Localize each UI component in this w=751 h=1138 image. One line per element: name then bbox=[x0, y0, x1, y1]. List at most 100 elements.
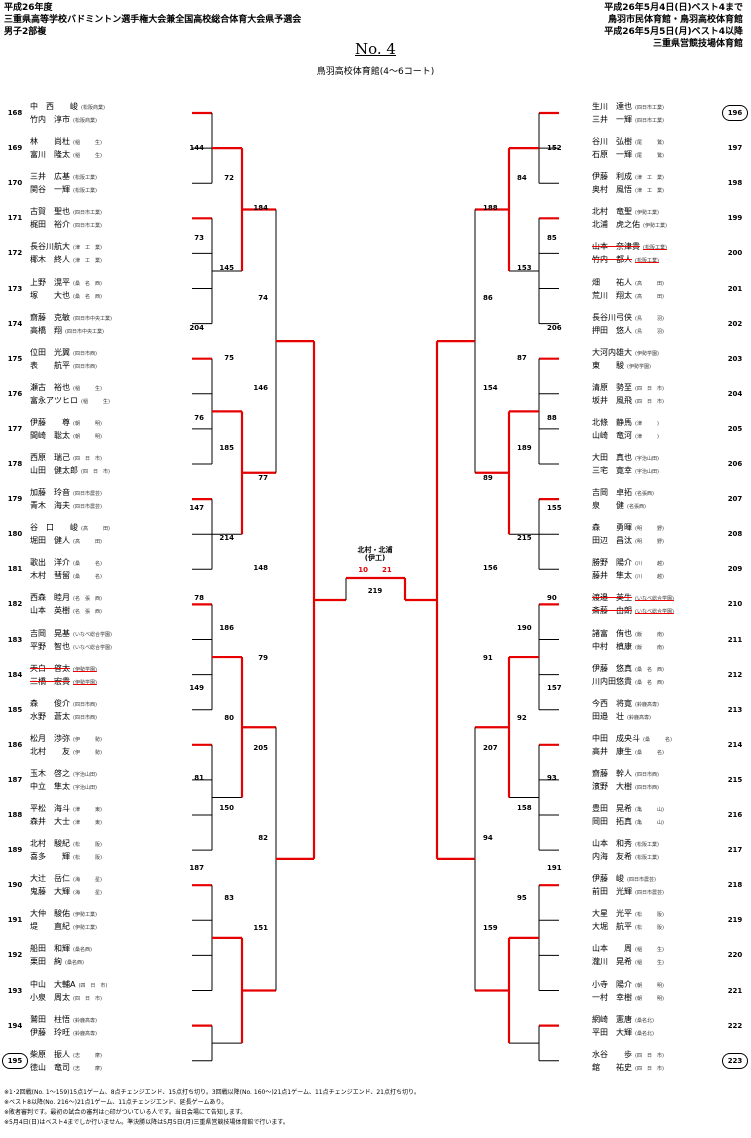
player-name: 山本 奈津貴(松阪工業) bbox=[592, 240, 722, 253]
player-name-text: 内海 友希 bbox=[592, 852, 632, 862]
pair-entry: 清原 勢至(四 日 市)坂井 風飛(四 日 市) bbox=[592, 381, 722, 407]
player-name: 高井 康生(桑 名) bbox=[592, 745, 722, 758]
match-number: 151 bbox=[253, 924, 268, 932]
school-name: (尾 鷲) bbox=[635, 140, 664, 147]
player-name-text: 松月 渉弥 bbox=[30, 733, 70, 743]
match-number: 154 bbox=[483, 384, 498, 392]
match-number: 187 bbox=[189, 864, 204, 872]
player-name-text: 古賀 聖也 bbox=[30, 207, 70, 217]
player-name: 堀田 健人(高 田) bbox=[30, 534, 210, 547]
match-number: 206 bbox=[547, 324, 562, 332]
pair-entry: 柴原 振人(志 摩)徳山 竜司(志 摩) bbox=[30, 1048, 210, 1074]
pair-number: 213 bbox=[727, 705, 743, 714]
player-name-text: 谷 口 峻 bbox=[30, 523, 78, 533]
player-name-text: 生川 達也 bbox=[592, 102, 632, 111]
player-name: 押田 悠人(鳥 羽) bbox=[592, 324, 722, 337]
pair-entry: 北村 駿紀(松 阪)喜多 輝(松 阪) bbox=[30, 837, 210, 863]
player-name-text: 濱野 大樹 bbox=[592, 781, 632, 791]
player-name-text: 中村 槙康 bbox=[592, 641, 632, 651]
player-name-text: 天白 啓太 bbox=[30, 663, 70, 673]
player-name-text: 椰木 終人 bbox=[30, 255, 70, 265]
pair-number: 190 bbox=[7, 881, 23, 890]
pair-entry: 大星 光平(松 阪)大堀 航平(松 阪) bbox=[592, 907, 722, 933]
player-name-text: 奥村 風悟 bbox=[592, 185, 632, 195]
school-name: (川 越) bbox=[635, 561, 664, 568]
player-name: 舘 祐史(四 日 市) bbox=[592, 1061, 722, 1074]
player-name: 吉岡 晃基(いなべ総合学園) bbox=[30, 627, 210, 640]
player-name-text: 大堀 航平 bbox=[592, 922, 632, 932]
school-name: (宇治山田) bbox=[73, 771, 97, 778]
school-name: (高 田) bbox=[81, 526, 110, 533]
player-name: 喜多 輝(松 阪) bbox=[30, 850, 210, 863]
header-tournament: 三重県高等学校バドミントン選手権大会兼全国高校総合体育大会県予選会 bbox=[4, 15, 302, 25]
player-name-text: 関谷 一輝 bbox=[30, 185, 70, 195]
pair-entry: 勝野 陽介(川 越)藤井 隼太(川 越) bbox=[592, 556, 722, 582]
match-number: 87 bbox=[517, 354, 527, 362]
player-name: 竹内 都人(松阪工業) bbox=[592, 253, 722, 266]
pair-number: 188 bbox=[7, 811, 23, 819]
school-name: (稲 生) bbox=[73, 385, 102, 392]
player-name-text: 北村 駿紀 bbox=[30, 839, 70, 849]
match-number: 79 bbox=[258, 654, 268, 662]
pair-entry: 山本 周(稲 生)瀧川 晃希(稲 生) bbox=[592, 942, 722, 968]
school-name: (伊勢学園) bbox=[627, 363, 651, 370]
school-name: (高 田) bbox=[635, 293, 664, 300]
player-name-text: 長谷川弓侠 bbox=[592, 312, 632, 322]
school-name: (稲 生) bbox=[73, 140, 102, 147]
player-name: 加藤 玲音(四日市農芸) bbox=[30, 486, 210, 499]
player-name-text: 森 勇暉 bbox=[592, 523, 632, 533]
school-name: (津 東) bbox=[73, 820, 102, 826]
match-number: 149 bbox=[189, 684, 204, 692]
player-name: 伊藤 利成(津 工 業) bbox=[592, 170, 722, 183]
player-name-text: 吉岡 卓拓 bbox=[592, 488, 632, 498]
school-name: (伊勢工業) bbox=[73, 925, 97, 932]
match-number: 73 bbox=[194, 234, 204, 242]
pair-number: 181 bbox=[7, 565, 23, 574]
pair-entry: 長谷川航大(津 工 業) 椰木 終人(津 工 業) bbox=[30, 240, 210, 266]
pair-entry: 山本 和秀(松阪工業)内海 友希(松阪工業) bbox=[592, 837, 722, 863]
pair-entry: 小寺 陽介(朝 明)一村 幸樹(朝 明) bbox=[592, 978, 722, 1004]
player-name: 玉木 啓之(宇治山田) bbox=[30, 767, 210, 780]
match-number: 84 bbox=[517, 174, 527, 182]
match-number: 80 bbox=[224, 714, 234, 722]
school-name: (伊勢学園) bbox=[73, 666, 97, 673]
player-name: 中田 成央斗(桑 名) bbox=[592, 732, 722, 745]
player-name: 中 西 峻(松阪商業) bbox=[30, 100, 210, 113]
player-name: 川内田悠貴(桑 名 西) bbox=[592, 675, 722, 688]
player-name-text: 水谷 歩 bbox=[592, 1049, 632, 1059]
player-name: 大河内雄大(伊勢学園) bbox=[592, 346, 722, 359]
footnote: ※1･2回戦(No. 1〜159)15点1ゲーム、8点チェンジエンド、15点打ち… bbox=[4, 1089, 420, 1096]
player-name-text: 竹内 都人 bbox=[592, 255, 632, 265]
pair-number: 196 bbox=[722, 105, 748, 121]
school-name: (松阪工業) bbox=[643, 245, 667, 252]
pair-number: 180 bbox=[7, 530, 23, 539]
player-name: 長谷川航大(津 工 業) bbox=[30, 240, 210, 253]
pair-number: 216 bbox=[727, 811, 743, 819]
pair-entry: 大辻 岳仁(海 星)鬼藤 大輝(海 星) bbox=[30, 872, 210, 898]
school-name: (四 日 市) bbox=[73, 995, 102, 1002]
pair-number: 211 bbox=[727, 635, 743, 644]
match-number: 214 bbox=[219, 534, 234, 542]
player-name-text: 瀧川 晃希 bbox=[592, 957, 632, 967]
player-name: 諸富 侑也(飯 南) bbox=[592, 627, 722, 640]
player-name: 山本 和秀(松阪工業) bbox=[592, 837, 722, 850]
school-name: (四 日 市) bbox=[635, 1052, 664, 1059]
pair-number: 183 bbox=[7, 635, 23, 644]
player-name-text: 大星 光平 bbox=[592, 909, 632, 919]
pair-number: 210 bbox=[727, 600, 743, 609]
match-number: 204 bbox=[189, 324, 204, 332]
player-name-text: 青木 海夫 bbox=[30, 501, 70, 511]
player-name: 三井 広基(松阪工業) bbox=[30, 170, 210, 183]
school-name: (四日市工業) bbox=[635, 118, 664, 124]
player-name: 小寺 陽介(朝 明) bbox=[592, 978, 722, 991]
pair-entry: 長谷川弓侠(鳥 羽)押田 悠人(鳥 羽) bbox=[592, 311, 722, 337]
player-name-text: 平田 大輝 bbox=[592, 1027, 632, 1037]
pair-entry: 鷲田 柱悟(鈴鹿高専)伊藤 玲旺(鈴鹿高専) bbox=[30, 1013, 210, 1039]
pair-number: 219 bbox=[727, 916, 743, 925]
school-name: (津 工 業) bbox=[73, 258, 102, 265]
pair-entry: 西森 睦月(名 張 西)山本 英樹(名 張 西) bbox=[30, 591, 210, 617]
player-name-text: 喜多 輝 bbox=[30, 852, 70, 862]
pair-entry: 山本 奈津貴(松阪工業)竹内 都人(松阪工業) bbox=[592, 240, 722, 266]
school-name: (桑名北) bbox=[635, 1017, 654, 1024]
player-name: 森 勇暉(明 野) bbox=[592, 521, 722, 534]
